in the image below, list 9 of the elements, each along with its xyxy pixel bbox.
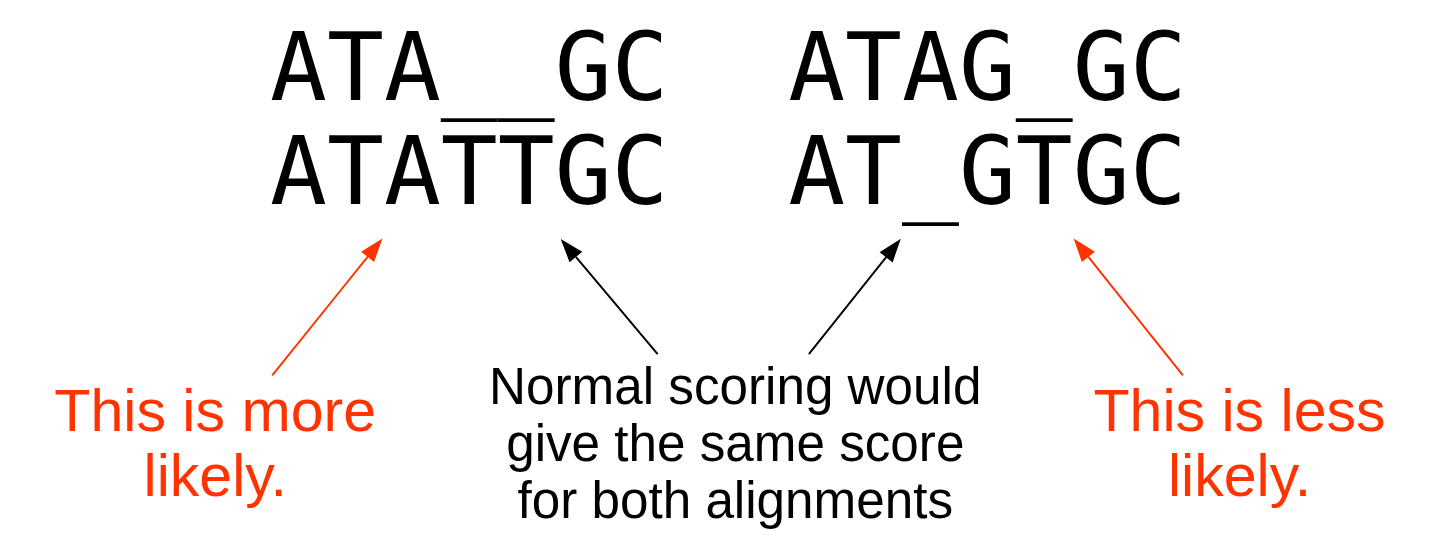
node-text: ATA__GC ATATTGC (269, 11, 669, 226)
node-text: Normal scoring would give the same score for both alignments (488, 357, 981, 529)
node-text: ATAG_GC AT_GTGC (787, 11, 1187, 226)
arrow (270, 238, 382, 377)
arrow (807, 238, 901, 356)
node-text: This is less likely. (1092, 377, 1386, 509)
arrow (560, 238, 659, 356)
arrow (1073, 238, 1184, 377)
node-text: This is more likely. (53, 377, 376, 509)
